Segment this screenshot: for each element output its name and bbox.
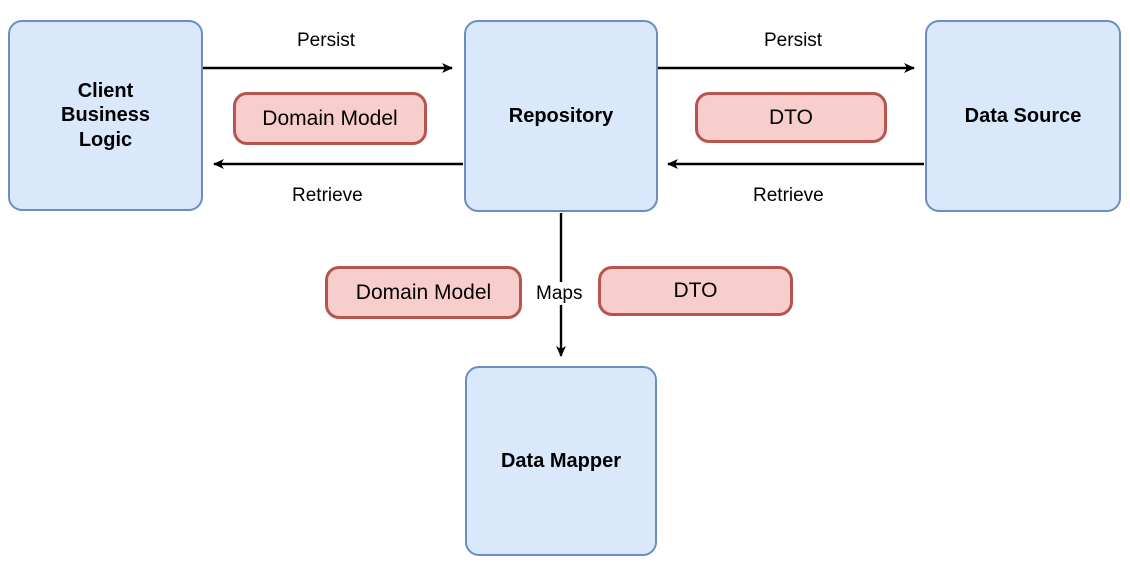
- pill-dto-bottom[interactable]: DTO: [598, 266, 793, 316]
- pill-domain-model-bottom[interactable]: Domain Model: [325, 266, 522, 319]
- pill-domain-model-top-label: Domain Model: [262, 106, 398, 130]
- label-line-1: Client: [77, 79, 134, 102]
- edge-label-retrieve-left: Retrieve: [292, 185, 363, 206]
- node-data-source-label: Data Source: [964, 104, 1082, 127]
- label-line-2: Business: [61, 104, 150, 127]
- node-repository-label: Repository: [508, 104, 614, 127]
- pill-domain-model-bottom-label: Domain Model: [355, 280, 492, 304]
- node-client-business-logic[interactable]: Client Business Logic: [8, 20, 203, 211]
- pill-dto-top-label: DTO: [769, 105, 813, 129]
- edge-label-retrieve-right: Retrieve: [753, 185, 824, 206]
- node-client-business-logic-label: Client Business Logic: [61, 79, 150, 152]
- node-data-mapper[interactable]: Data Mapper: [465, 366, 657, 556]
- node-data-source[interactable]: Data Source: [925, 20, 1121, 212]
- edge-label-persist-right: Persist: [764, 30, 823, 51]
- node-data-mapper-label: Data Mapper: [500, 449, 622, 472]
- pill-dto-bottom-label: DTO: [673, 279, 718, 303]
- label-line-3: Logic: [78, 128, 133, 151]
- edge-label-persist-left: Persist: [297, 30, 356, 51]
- pill-domain-model-top[interactable]: Domain Model: [233, 92, 427, 145]
- edge-label-maps: Maps: [533, 282, 586, 305]
- node-repository[interactable]: Repository: [464, 20, 658, 212]
- pill-dto-top[interactable]: DTO: [695, 92, 887, 143]
